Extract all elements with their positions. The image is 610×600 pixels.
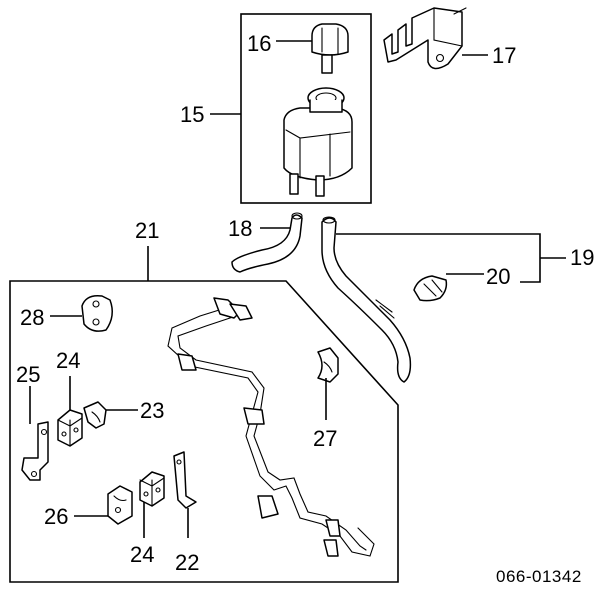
callout-24-upper: 24	[56, 348, 80, 373]
pressure-pipe-assembly	[167, 297, 375, 557]
clip-27	[317, 347, 339, 383]
leader-lines	[29, 40, 488, 538]
callout-15: 15	[180, 102, 204, 127]
reservoir-tank	[283, 87, 353, 197]
bracket-22	[173, 451, 197, 509]
callout-16: 16	[247, 31, 271, 56]
callout-labels: 16 15 17 18 21 19 20 28 25 24 23 27 26 2…	[16, 31, 594, 586]
clip-23	[83, 401, 107, 429]
clamp-20	[413, 275, 448, 302]
diagram-code: 066-01342	[496, 567, 582, 586]
clamp-26	[107, 485, 133, 525]
hose-18	[231, 212, 303, 273]
pipe-group-outline	[9, 280, 399, 583]
callout-25: 25	[16, 362, 40, 387]
callout-18: 18	[228, 216, 252, 241]
callout-24-lower: 24	[130, 542, 154, 567]
reservoir-bracket	[383, 7, 467, 70]
callout-20: 20	[486, 264, 510, 289]
bracket-25	[21, 421, 49, 481]
callout-27: 27	[313, 426, 337, 451]
hose-19-bracket-lines	[336, 233, 566, 283]
callout-19: 19	[570, 245, 594, 270]
callout-26: 26	[44, 504, 68, 529]
reservoir-cap	[311, 23, 349, 74]
clamp-24-lower	[139, 471, 165, 507]
callout-17: 17	[492, 43, 516, 68]
grommet-28	[81, 294, 113, 332]
clamp-24-upper	[57, 409, 83, 447]
callout-28: 28	[20, 305, 44, 330]
callout-21: 21	[135, 218, 159, 243]
reservoir-group-box	[240, 13, 372, 204]
callout-23: 23	[140, 398, 164, 423]
callout-22: 22	[175, 550, 199, 575]
hose-19	[321, 216, 412, 383]
